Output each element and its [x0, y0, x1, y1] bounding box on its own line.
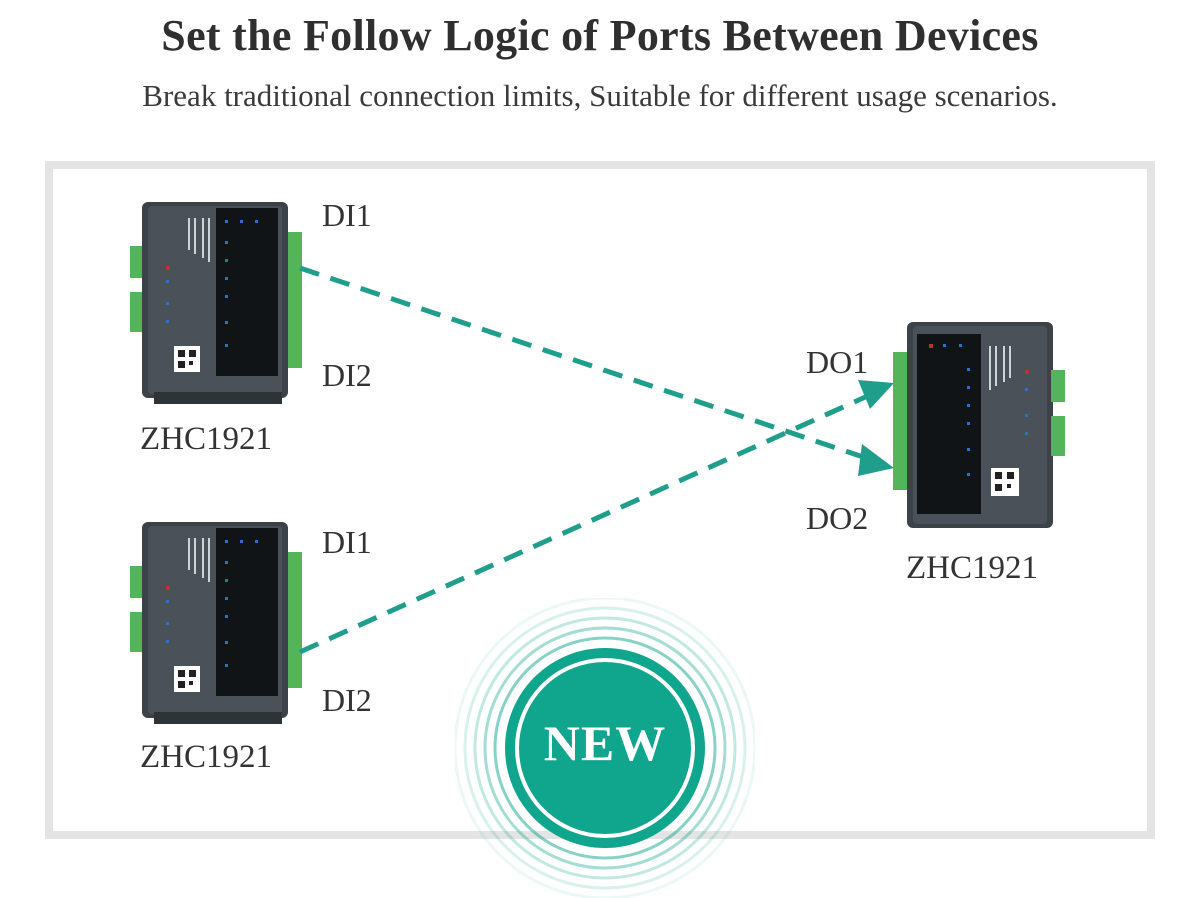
device-top-left [128, 196, 308, 406]
port-label-di1: DI1 [322, 197, 372, 233]
link-arrow-di2-to-do1 [298, 391, 874, 655]
new-badge [455, 598, 755, 898]
device-right [893, 318, 1073, 533]
new-badge-text: NEW [543, 715, 667, 771]
device-name: ZHC1921 [140, 421, 272, 457]
port-label-di2: DI2 [322, 357, 372, 393]
port-label-do1: DO1 [806, 344, 869, 380]
device-name: ZHC1921 [140, 739, 272, 775]
port-label-do2: DO2 [806, 500, 869, 536]
arrowhead-do2 [858, 444, 894, 476]
device-module-image [130, 202, 302, 404]
link-arrows [298, 265, 894, 655]
device-module-image [130, 522, 302, 724]
device-bottom-left [128, 516, 308, 726]
port-label-di2: DI2 [322, 682, 372, 718]
page-title: Set the Follow Logic of Ports Between De… [161, 11, 1039, 60]
page-subtitle: Break traditional connection limits, Sui… [142, 78, 1058, 113]
arrowhead-do1 [858, 380, 894, 409]
device-name: ZHC1921 [906, 550, 1038, 586]
link-arrow-di1-to-do2 [299, 265, 873, 463]
device-module-image [893, 322, 1065, 528]
port-label-di1: DI1 [322, 524, 372, 560]
